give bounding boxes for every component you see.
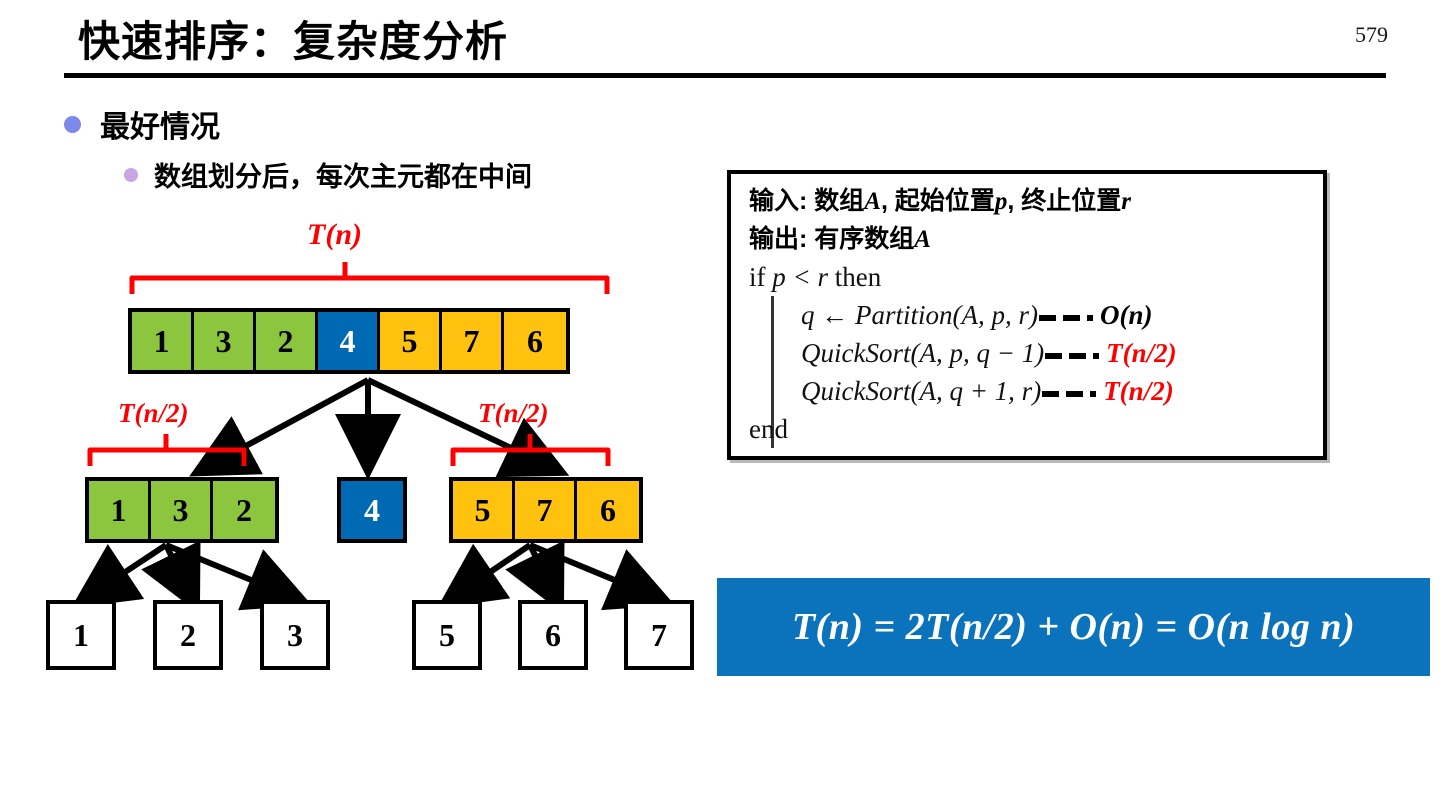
array-row-right-subarray: 5 7 6 <box>449 477 643 543</box>
array-row-root: 1 3 2 4 5 7 6 <box>128 308 570 374</box>
array-cell: 6 <box>504 312 566 370</box>
array-cell: 3 <box>151 481 213 539</box>
array-row-pivot: 4 <box>337 477 407 543</box>
keyword-end: end <box>749 414 788 444</box>
block-indent-rule <box>771 296 774 448</box>
pseudocode-line-partition: q ← Partition(A, p, r) O(n) <box>749 296 1323 448</box>
pseudocode-line-input: 输入: 数组A, 起始位置p, 终止位置r <box>749 182 1323 220</box>
page-number: 579 <box>1355 22 1388 47</box>
bullet-label: 数组划分后，每次主元都在中间 <box>154 162 532 192</box>
quicksort-call-right: QuickSort(A, q + 1, r) <box>801 376 1042 406</box>
output-var-a: A <box>914 226 931 253</box>
cost-partition: O(n) <box>1100 300 1153 330</box>
input-var-p: p <box>994 188 1008 215</box>
complexity-label-root: T(n) <box>307 218 362 251</box>
array-cell: 7 <box>442 312 504 370</box>
output-label: 输出: <box>749 225 808 253</box>
array-cell: 2 <box>213 481 275 539</box>
complexity-label-left: T(n/2) <box>118 398 189 428</box>
bullet-dot-icon <box>64 115 81 133</box>
pseudocode-line-if: if p < r then <box>749 258 1323 296</box>
array-cell: 6 <box>577 481 639 539</box>
leaf-box: 6 <box>518 600 588 670</box>
input-var-a: A <box>864 188 881 215</box>
pseudocode-line-quicksort-right: QuickSort(A, q + 1, r) T(n/2) <box>749 372 1323 410</box>
array-cell: 1 <box>132 312 194 370</box>
equation-banner: T(n) = 2T(n/2) + O(n) = O(n log n) <box>717 578 1430 676</box>
leaf-box: 7 <box>624 600 694 670</box>
output-text: 有序数组 <box>814 225 915 253</box>
equation-text: T(n) = 2T(n/2) + O(n) = O(n log n) <box>791 606 1356 648</box>
recursion-tree-diagram: T(n) T(n/2) T(n/2) 1 3 2 4 5 7 6 1 3 2 4… <box>0 200 720 700</box>
leaf-box: 5 <box>412 600 482 670</box>
input-var-r: r <box>1121 188 1132 215</box>
input-text-3: , 终止位置 <box>1007 187 1122 215</box>
complexity-label-right: T(n/2) <box>478 398 549 428</box>
page-title: 快速排序：复杂度分析 <box>78 18 509 65</box>
leaf-box: 3 <box>260 600 330 670</box>
dash-leader-icon <box>1039 315 1093 321</box>
array-cell: 3 <box>194 312 256 370</box>
bullet-label: 最好情况 <box>100 111 220 144</box>
pseudocode-line-end: end <box>749 410 1323 448</box>
title-divider <box>64 73 1386 78</box>
array-cell: 1 <box>89 481 151 539</box>
bullet-item-pivot-middle: 数组划分后，每次主元都在中间 <box>124 155 532 194</box>
leaf-box: 2 <box>153 600 223 670</box>
cost-quicksort-left: T(n/2) <box>1106 338 1177 368</box>
quicksort-call-left: QuickSort(A, p, q − 1) <box>801 338 1045 368</box>
partition-call: q ← Partition(A, p, r) <box>801 300 1038 330</box>
keyword-then: then <box>834 262 882 292</box>
array-cell: 2 <box>256 312 318 370</box>
input-label: 输入: <box>749 187 808 215</box>
array-row-left-subarray: 1 3 2 <box>85 477 279 543</box>
if-condition: p < r <box>772 262 828 292</box>
keyword-if: if <box>749 262 766 292</box>
array-cell: 5 <box>453 481 515 539</box>
input-text-1: 数组 <box>814 187 865 215</box>
array-cell-pivot: 4 <box>341 481 403 539</box>
pseudocode-line-output: 输出: 有序数组A <box>749 220 1323 258</box>
array-cell: 7 <box>515 481 577 539</box>
array-cell-pivot: 4 <box>318 312 380 370</box>
bullet-item-best-case: 最好情况 <box>64 102 220 146</box>
cost-quicksort-right: T(n/2) <box>1103 376 1174 406</box>
input-text-2: , 起始位置 <box>880 187 995 215</box>
pseudocode-box: 输入: 数组A, 起始位置p, 终止位置r 输出: 有序数组A if p < r… <box>727 170 1327 460</box>
tree-connector-graphics <box>70 262 675 615</box>
dash-leader-icon <box>1045 353 1100 359</box>
pseudocode-line-quicksort-left: QuickSort(A, p, q − 1) T(n/2) <box>749 334 1323 372</box>
dash-leader-icon <box>1042 391 1097 397</box>
array-cell: 5 <box>380 312 442 370</box>
bullet-dot-icon <box>124 167 138 182</box>
leaf-box: 1 <box>46 600 116 670</box>
